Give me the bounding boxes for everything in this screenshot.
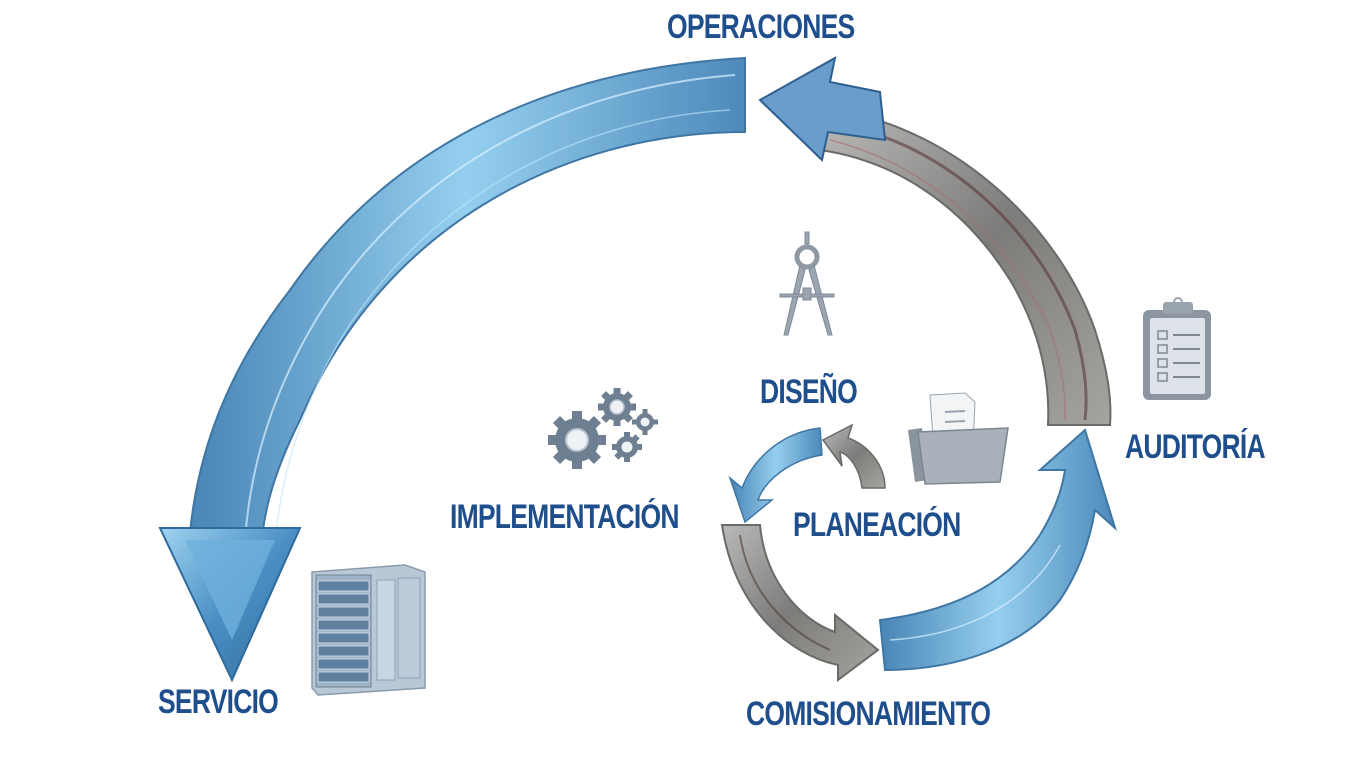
gears-icon [548,388,658,469]
flow-arrow-diseno-to-implementacion [728,427,823,524]
flow-arrow-auditoria-to-operaciones [758,56,1112,426]
stage-label-planeacion: PLANEACIÓN [793,506,961,544]
flow-arrow-operaciones-to-servicio [158,56,746,683]
stage-label-implementacion: IMPLEMENTACIÓN [450,498,680,536]
folder-documents-icon [908,392,1009,485]
flow-arrow-implementacion-to-comisionamiento [720,524,880,682]
compass-icon [779,231,835,336]
stage-label-operaciones: OPERACIONES [667,8,855,46]
flow-arrow-planeacion-to-diseno [821,423,886,489]
stage-label-servicio: SERVICIO [158,683,279,721]
server-icon [311,564,426,696]
stage-label-diseno: DISEÑO [760,373,858,411]
stage-label-comisionamiento: COMISIONAMIENTO [746,695,991,733]
clipboard-checklist-icon [1143,297,1211,400]
stage-label-auditoria: AUDITORÍA [1125,428,1266,466]
flow-arrow-comisionamiento-to-auditoria [878,428,1118,672]
